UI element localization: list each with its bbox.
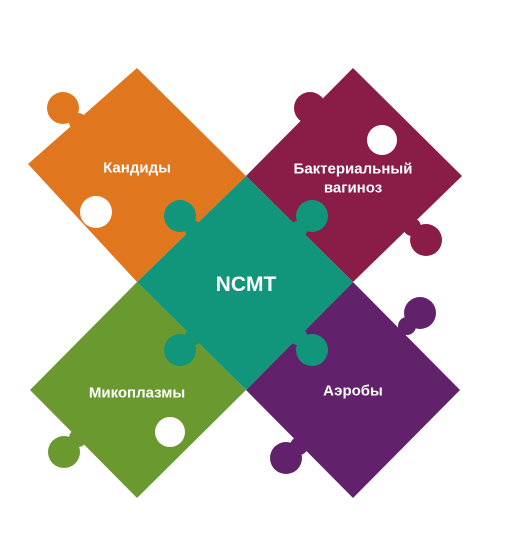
socket-top-right [367,125,397,155]
label-bottom-left-line-1: Микоплазмы [88,384,186,402]
label-top-right: Бактериальный вагиноз [294,160,413,198]
piece-bottom-right-neck [398,317,416,335]
label-center-text: NCMT [215,272,277,296]
label-top-left-line-1: Кандиды [103,159,171,177]
socket-top-left [80,196,112,228]
puzzle-piece-center [137,176,353,390]
piece-center-neck-nw [185,221,203,239]
label-top-right-line-1: Бактериальный [293,160,413,178]
piece-center-neck-ne [289,221,307,239]
piece-top-right-neck [313,112,331,130]
piece-center-neck-se [289,327,307,345]
label-bottom-right: Аэробы [323,383,383,402]
label-bottom-left: Микоплазмы [89,385,185,404]
piece-bottom-left-neck [69,429,87,447]
piece-bottom-right-neck-2 [290,437,308,455]
label-bottom-right-line-1: Аэробы [323,382,383,400]
puzzle-piece-bottom-left [30,282,246,498]
piece-top-right-neck-2 [403,218,421,236]
label-center: NCMT [216,272,277,298]
piece-center-neck-sw [185,327,203,345]
piece-top-left-knob [47,92,79,124]
socket-bottom-left [155,417,185,447]
label-top-right-line-2: вагиноз [323,179,383,196]
piece-top-left-neck [69,113,87,131]
label-top-left: Кандиды [103,160,171,179]
